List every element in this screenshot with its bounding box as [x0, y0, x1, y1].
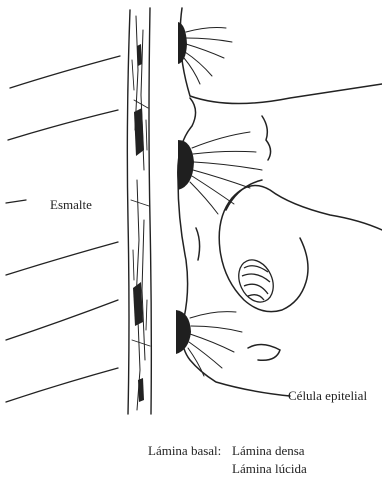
- lamina-lucida-label: Lámina lúcida: [232, 461, 307, 476]
- enamel-prism-lines: [6, 56, 120, 402]
- tonofilament-fibers: [184, 28, 262, 377]
- enamel-label: Esmalte: [50, 197, 92, 212]
- hemidesmosome-plaques: [176, 22, 194, 354]
- enamel-surface-band: [127, 8, 151, 414]
- epithelial-cell-label: Célula epitelial: [288, 388, 367, 403]
- basal-lamina-label: Lámina basal:: [148, 443, 221, 458]
- lamina-densa-label: Lámina densa: [232, 443, 305, 458]
- nucleus: [232, 254, 280, 307]
